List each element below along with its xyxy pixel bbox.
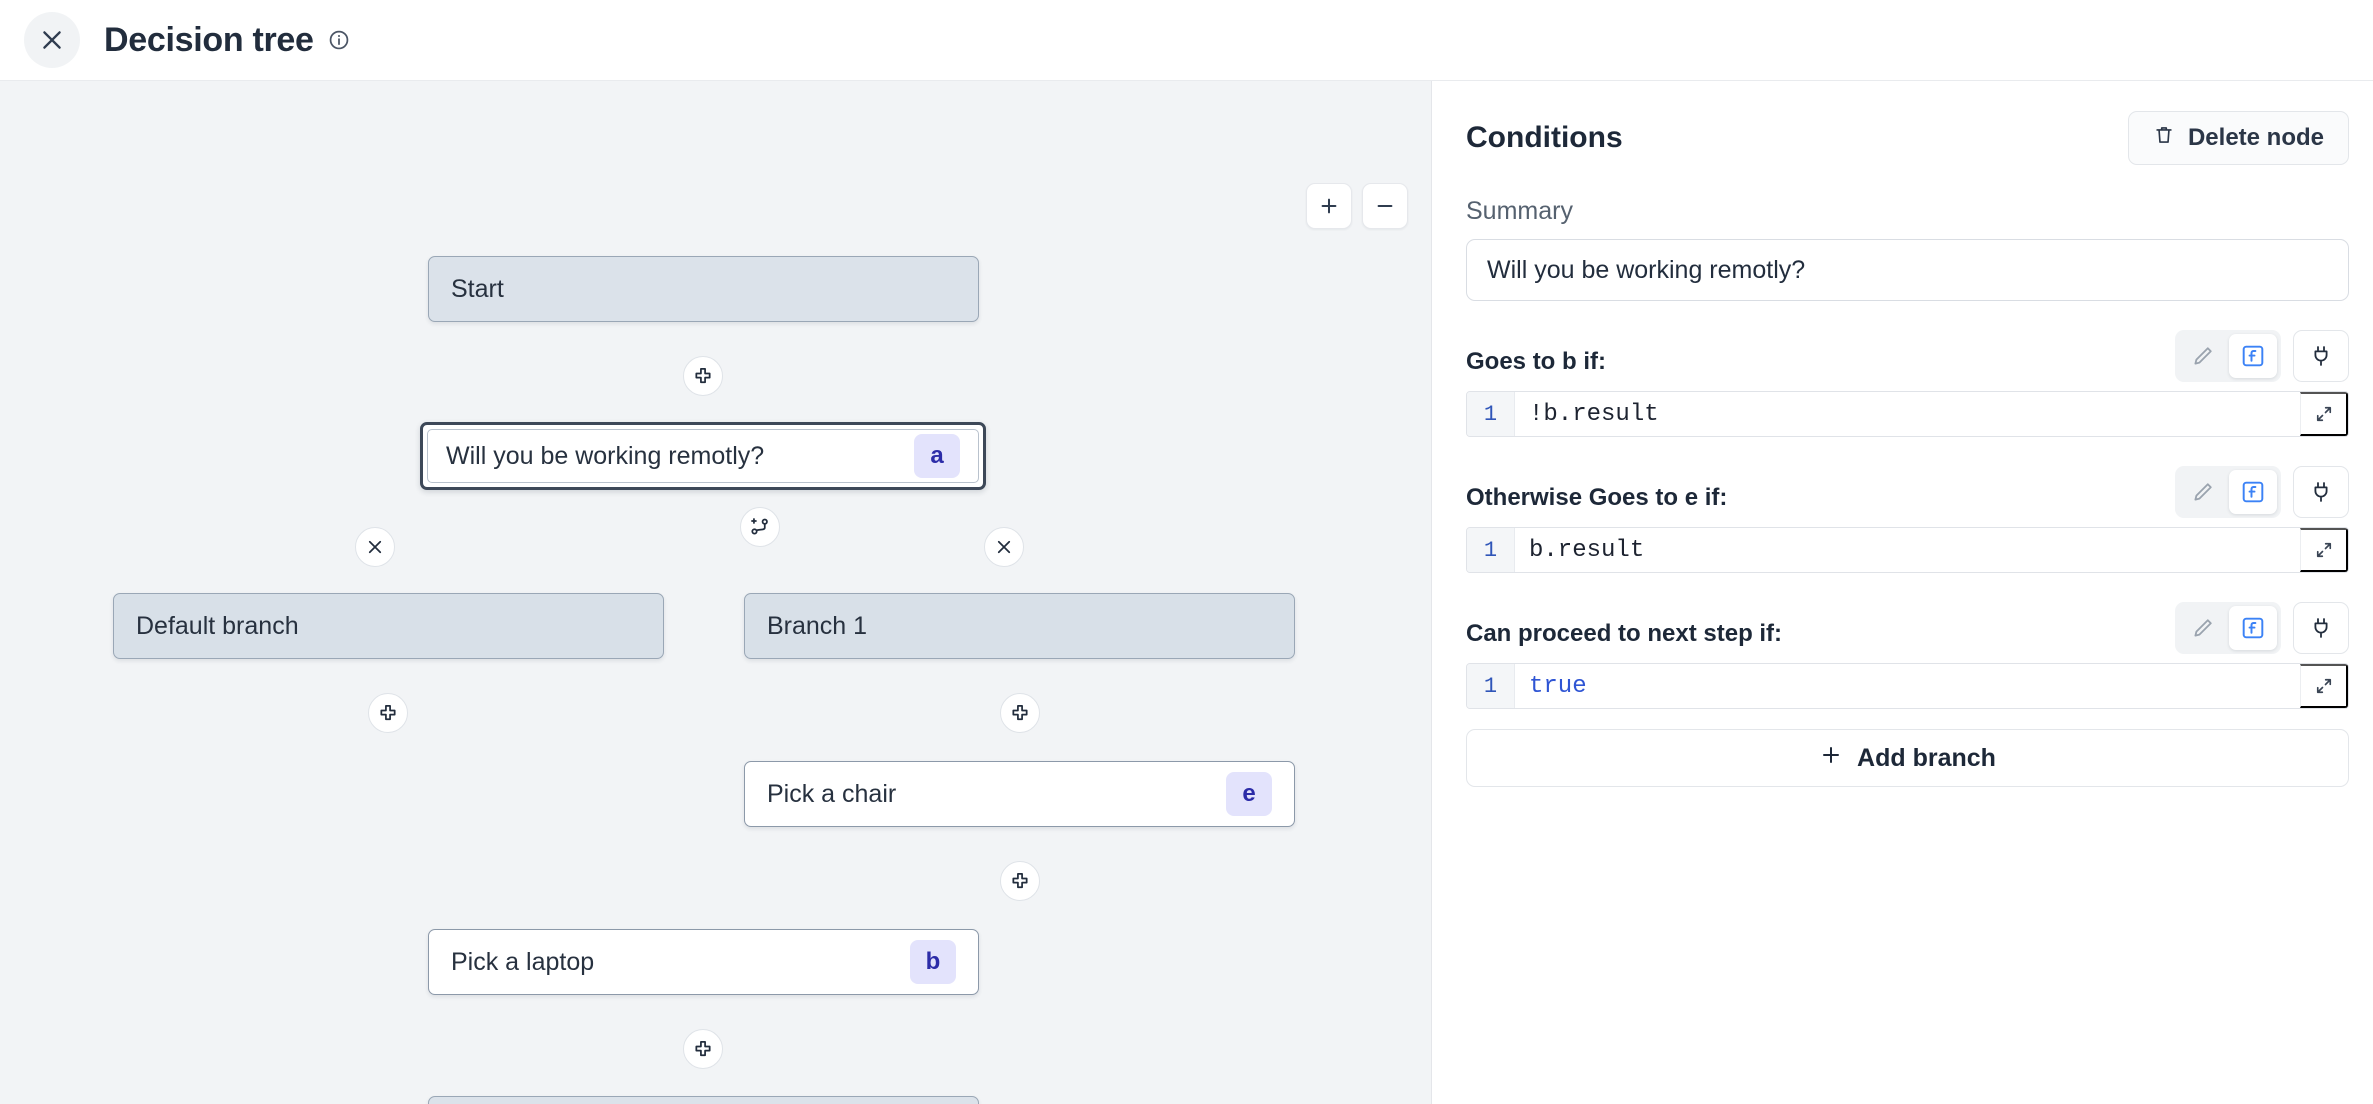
expand-editor-icon-button[interactable]	[2300, 392, 2348, 436]
info-icon[interactable]	[328, 29, 350, 51]
code-content[interactable]: true	[1529, 672, 1587, 700]
zoom-controls	[1306, 183, 1408, 229]
pencil-icon-button[interactable]	[2179, 334, 2227, 378]
condition-label: Can proceed to next step if:	[1466, 620, 1783, 647]
add-branch-button[interactable]: Add branch	[1466, 729, 2349, 787]
condition-goes-to-b: Goes to b if:	[1466, 328, 2349, 437]
node-branch-1[interactable]: Branch 1	[744, 593, 1295, 659]
node-default-branch[interactable]: Default branch	[113, 593, 664, 659]
line-number: 1	[1467, 392, 1515, 436]
line-number: 1	[1467, 528, 1515, 572]
node-label: Pick a chair	[767, 779, 897, 808]
add-step-after-start-button[interactable]	[683, 356, 723, 396]
node-label: Start	[451, 274, 504, 303]
condition-toolbar	[2175, 466, 2349, 518]
node-label: Will you be working remotly?	[446, 441, 765, 470]
node-label: Pick a laptop	[451, 947, 595, 976]
connector-plug-icon-button[interactable]	[2293, 466, 2349, 518]
expand-editor-icon-button[interactable]	[2300, 528, 2348, 572]
add-branch-label: Add branch	[1857, 743, 1996, 772]
node-label: Branch 1	[767, 611, 868, 640]
add-step-default-branch-button[interactable]	[368, 693, 408, 733]
connector-plug-icon-button[interactable]	[2293, 602, 2349, 654]
zoom-out-button[interactable]	[1362, 183, 1408, 229]
delete-node-button[interactable]: Delete node	[2127, 111, 2349, 165]
panel-title: Conditions	[1466, 121, 1623, 154]
condition-toolbar	[2175, 602, 2349, 654]
expand-editor-icon-button[interactable]	[2300, 664, 2348, 708]
panel-header: Conditions Delete node	[1466, 111, 2349, 165]
add-step-after-chair-button[interactable]	[1000, 861, 1040, 901]
conditions-panel: Conditions Delete node Summary Goes	[1432, 81, 2373, 1104]
condition-label: Goes to b if:	[1466, 348, 1606, 375]
remove-branch-1-button[interactable]	[984, 527, 1024, 567]
function-icon-button[interactable]	[2229, 334, 2277, 378]
node-badge: b	[910, 940, 956, 984]
connector-plug-icon-button[interactable]	[2293, 330, 2349, 382]
title-group: Decision tree	[104, 21, 350, 60]
flow-canvas[interactable]: Start Will you be working remotly? a Def…	[0, 81, 1432, 1104]
trash-icon	[2153, 123, 2175, 154]
node-pick-a-laptop[interactable]: Pick a laptop b	[428, 929, 979, 995]
code-editor[interactable]: 1 b.result	[1466, 527, 2349, 573]
code-content[interactable]: b.result	[1529, 536, 1645, 564]
line-number: 1	[1467, 664, 1515, 708]
add-step-branch-1-button[interactable]	[1000, 693, 1040, 733]
condition-label: Otherwise Goes to e if:	[1466, 484, 1728, 511]
plus-icon	[1819, 743, 1843, 774]
delete-node-label: Delete node	[2187, 124, 2324, 151]
editor-body: Start Will you be working remotly? a Def…	[0, 81, 2373, 1104]
editor-mode-toggle	[2175, 330, 2281, 382]
zoom-in-button[interactable]	[1306, 183, 1352, 229]
editor-mode-toggle	[2175, 602, 2281, 654]
node-end[interactable]: End	[428, 1096, 979, 1104]
node-label: Default branch	[136, 611, 299, 640]
node-pick-a-chair[interactable]: Pick a chair e	[744, 761, 1295, 827]
remove-default-branch-button[interactable]	[355, 527, 395, 567]
summary-label: Summary	[1466, 197, 1573, 225]
close-button[interactable]	[24, 12, 80, 68]
add-branch-icon-button[interactable]	[740, 507, 780, 547]
node-start[interactable]: Start	[428, 256, 979, 322]
code-content[interactable]: !b.result	[1529, 400, 1659, 428]
editor-mode-toggle	[2175, 466, 2281, 518]
flow-edges	[0, 81, 300, 231]
node-badge: e	[1226, 772, 1272, 816]
code-editor[interactable]: 1 !b.result	[1466, 391, 2349, 437]
function-icon-button[interactable]	[2229, 470, 2277, 514]
condition-toolbar	[2175, 330, 2349, 382]
app-header: Decision tree	[0, 0, 2373, 81]
pencil-icon-button[interactable]	[2179, 606, 2227, 650]
summary-field: Summary	[1466, 197, 2349, 301]
add-step-after-laptop-button[interactable]	[683, 1029, 723, 1069]
page-title: Decision tree	[104, 20, 314, 59]
pencil-icon-button[interactable]	[2179, 470, 2227, 514]
code-editor[interactable]: 1 true	[1466, 663, 2349, 709]
node-will-you-be-working-remotly[interactable]: Will you be working remotly? a	[420, 422, 986, 490]
node-badge: a	[914, 434, 960, 478]
condition-can-proceed: Can proceed to next step if:	[1466, 600, 2349, 709]
condition-otherwise-goes-to-e: Otherwise Goes to e if:	[1466, 464, 2349, 573]
function-icon-button[interactable]	[2229, 606, 2277, 650]
summary-input[interactable]	[1466, 239, 2349, 301]
